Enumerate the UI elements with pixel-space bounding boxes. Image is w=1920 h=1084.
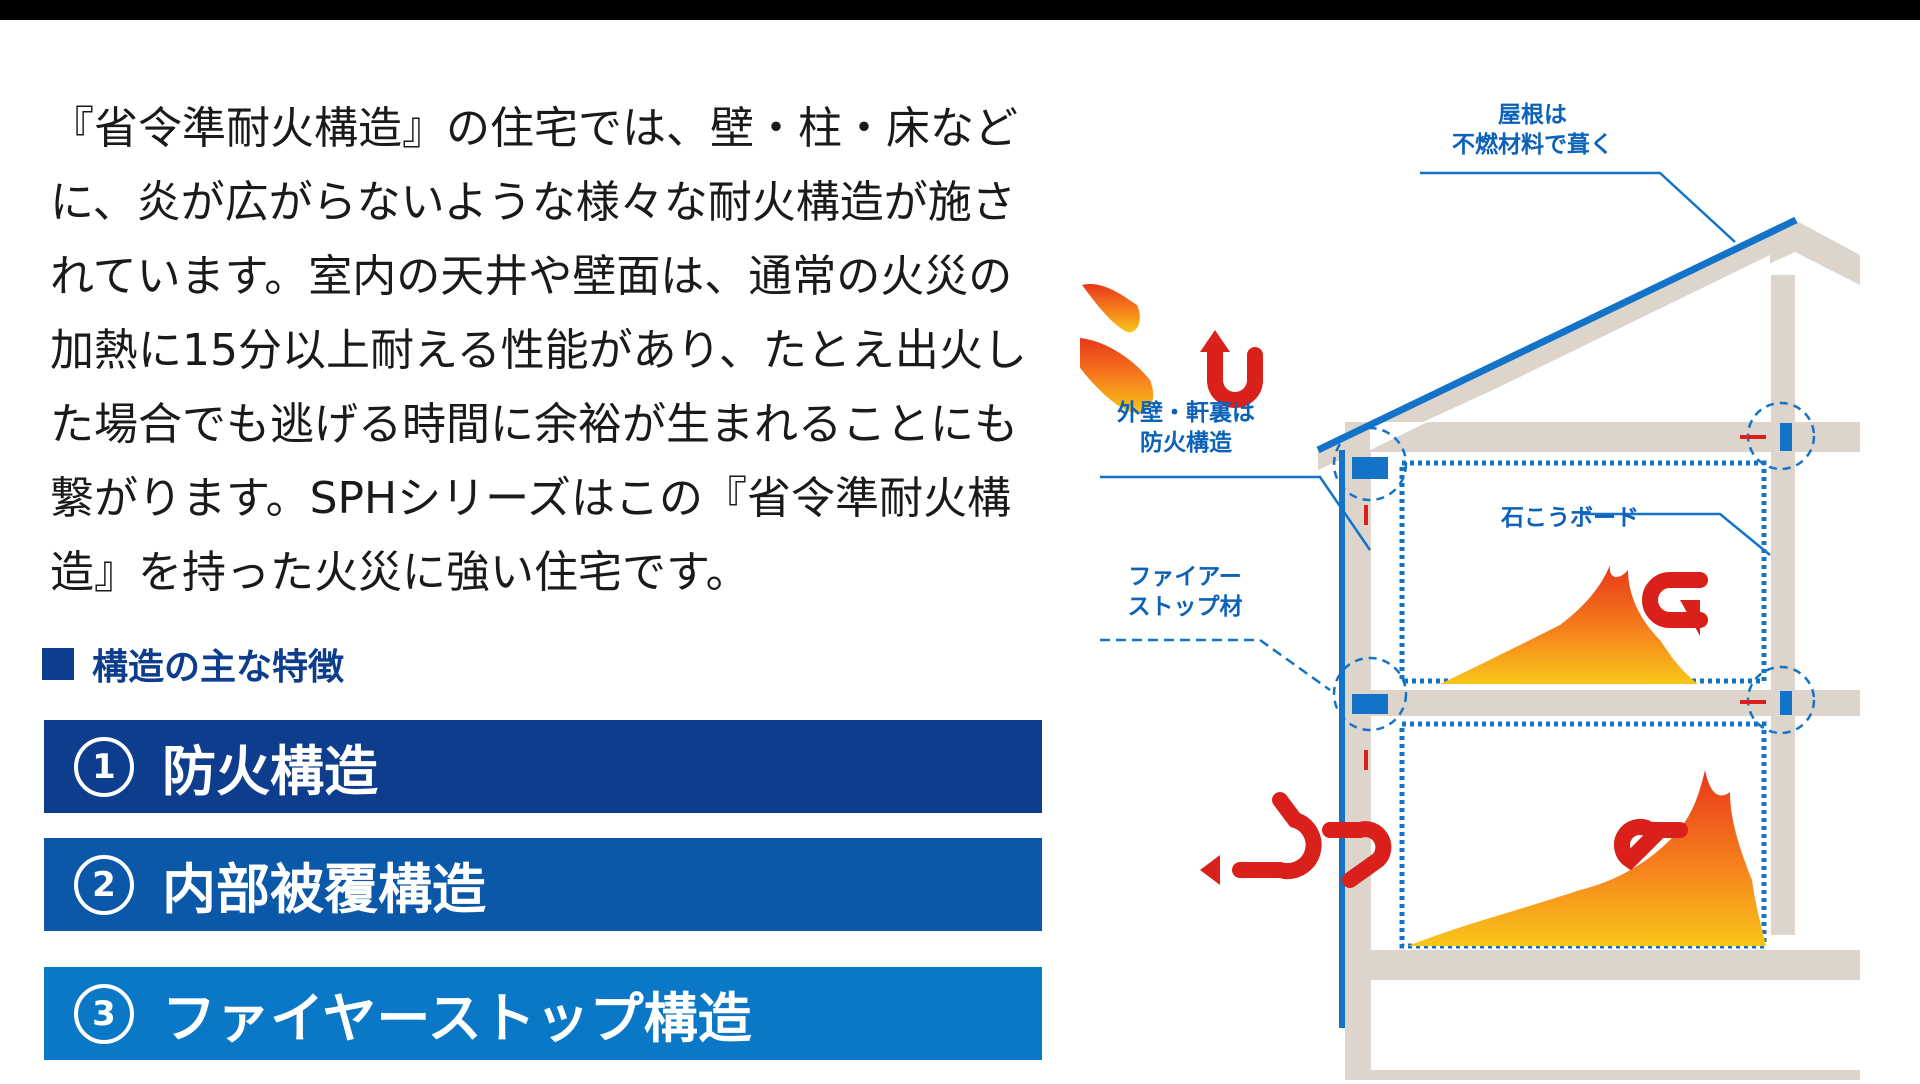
firestop-callout: ファイアー ストップ材 [1110,562,1260,622]
arrow-heads [1200,330,1700,885]
intro-line: 『省令準耐火構造』の住宅では、壁・柱・床など [50,103,1018,154]
intro-line: 繋がります。SPHシリーズはこの『省令準耐火構 [50,473,1011,524]
feature-firestop: 3 ファイヤーストップ構造 [44,967,1042,1060]
callout-lines [1100,171,1771,692]
section-title: 構造の主な特徴 [92,647,345,688]
intro-line: 加熱に15分以上耐える性能があり、たとえ出火し [50,325,1027,376]
intro-line: 造』を持った火災に強い住宅です。 [50,547,750,598]
intro-line: に、炎が広がらないような様々な耐火構造が施さ [50,177,1016,228]
attic-space [1370,255,1770,450]
house-illustration [960,171,1860,1080]
fire-flame-outside [1082,284,1140,333]
intro-line: れています。室内の天井や壁面は、通常の火災の [50,251,1013,302]
feature-label: 内部被覆構造 [162,858,486,921]
circled-number: 1 [74,736,134,797]
section-heading: 構造の主な特徴 [42,638,344,690]
roof-noncombustible-line [1316,216,1798,454]
fire-flame-outside [1060,337,1154,414]
firestop-label: ストップ材 [1127,594,1243,620]
fire-stop-blocks [1352,423,1792,715]
board-label: 石こうボード [1501,505,1639,531]
fire-flame-lower [1408,770,1766,946]
circled-number: 2 [74,854,134,915]
top-bar [0,0,1920,20]
wall-label: 外壁・軒裏は [1117,400,1255,426]
house-fire-diagram: 屋根は 不燃材料で葺く 外壁・軒裏は 防火構造 石こうボード ファイアー ストッ… [960,80,1880,1080]
gypsum-board-room-lower [1399,721,1767,949]
circled-number: 3 [74,983,134,1044]
feature-label: ファイヤーストップ構造 [162,987,752,1050]
wall-callout: 外壁・軒裏は 防火構造 [1096,398,1276,458]
board-callout: 石こうボード [1485,503,1655,533]
intro-line: た場合でも逃げる時間に余裕が生まれることにも [50,399,1018,450]
roof-callout: 屋根は 不燃材料で葺く [1420,100,1645,160]
roof-label: 不燃材料で葺く [1452,132,1613,158]
wall-label: 防火構造 [1140,430,1232,456]
feature-label: 防火構造 [162,740,378,803]
intro-paragraph: 『省令準耐火構造』の住宅では、壁・柱・床など に、炎が広がらないような様々な耐火… [50,92,1040,610]
roof-label: 屋根は [1498,102,1567,128]
firestop-label: ファイアー [1128,564,1242,590]
fire-flame-upper [1440,565,1698,684]
square-bullet-icon [42,648,74,680]
feature-interior-covering: 2 内部被覆構造 [44,838,1042,931]
small-arrows [1364,435,1766,770]
fire-block-arrows [1207,342,1708,888]
feature-fireproof: 1 防火構造 [44,720,1042,813]
